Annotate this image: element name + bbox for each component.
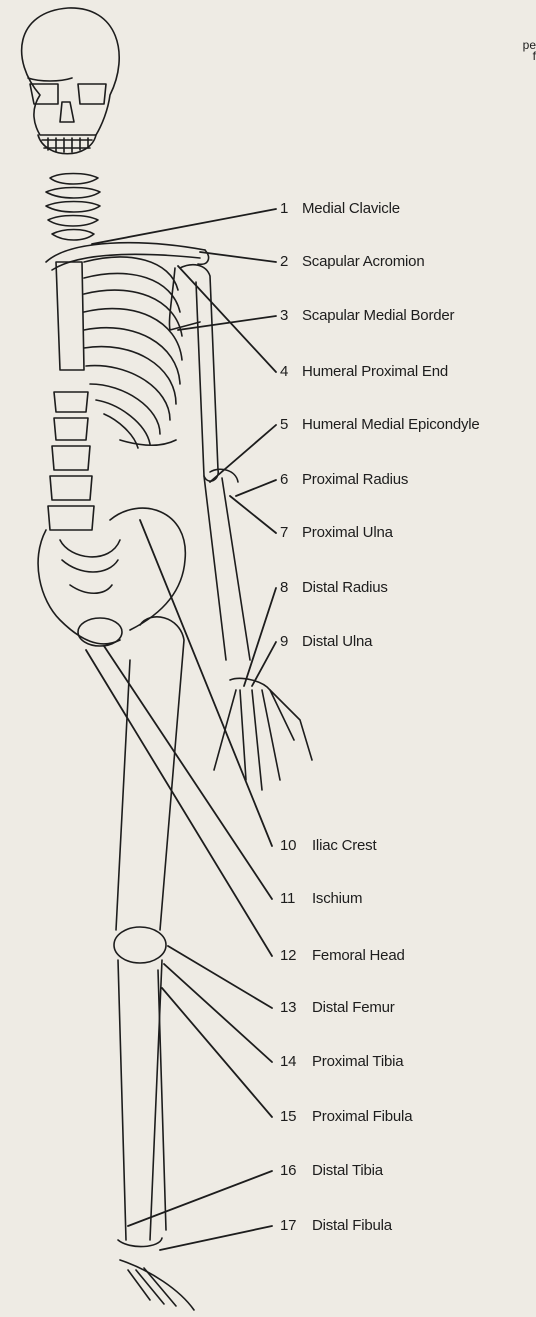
label-femoral-head: 12 Femoral Head [280,947,405,964]
rib-cage [84,257,182,448]
label-text: Scapular Acromion [302,253,425,270]
label-text: Distal Radius [302,579,388,596]
label-distal-radius: 8 Distal Radius [280,579,388,596]
label-number: 5 [280,416,298,433]
label-text: Humeral Proximal End [302,363,448,380]
leader-lines [86,209,276,1250]
label-text: Proximal Fibula [312,1108,412,1125]
label-text: Proximal Ulna [302,524,393,541]
label-number: 14 [280,1053,308,1070]
label-text: Ischium [312,890,362,907]
label-number: 16 [280,1162,308,1179]
label-number: 17 [280,1217,308,1234]
label-humeral-proximal-end: 4 Humeral Proximal End [280,363,448,380]
label-distal-fibula: 17 Distal Fibula [280,1217,392,1234]
label-text: Distal Femur [312,999,395,1016]
label-proximal-fibula: 15 Proximal Fibula [280,1108,412,1125]
label-distal-ulna: 9 Distal Ulna [280,633,372,650]
label-text: Proximal Tibia [312,1053,403,1070]
label-medial-clavicle: 1 Medial Clavicle [280,200,400,217]
cropped-text-line: f [523,51,536,62]
label-number: 7 [280,524,298,541]
label-number: 13 [280,999,308,1016]
label-proximal-tibia: 14 Proximal Tibia [280,1053,403,1070]
label-distal-tibia: 16 Distal Tibia [280,1162,383,1179]
label-number: 15 [280,1108,308,1125]
label-number: 8 [280,579,298,596]
label-number: 4 [280,363,298,380]
label-number: 10 [280,837,308,854]
label-text: Femoral Head [312,947,405,964]
cropped-text: pe f [523,40,536,62]
label-number: 3 [280,307,298,324]
label-proximal-ulna: 7 Proximal Ulna [280,524,393,541]
label-text: Iliac Crest [312,837,376,854]
sternum [56,262,84,370]
label-scapular-medial-border: 3 Scapular Medial Border [280,307,454,324]
lumbar-spine [48,392,94,530]
label-iliac-crest: 10 Iliac Crest [280,837,376,854]
label-number: 12 [280,947,308,964]
skull [22,8,120,154]
label-humeral-medial-epicondyle: 5 Humeral Medial Epicondyle [280,416,480,433]
label-scapular-acromion: 2 Scapular Acromion [280,253,424,270]
label-text: Distal Fibula [312,1217,392,1234]
label-ischium: 11 Ischium [280,890,362,907]
label-number: 9 [280,633,298,650]
label-number: 1 [280,200,298,217]
label-text: Medial Clavicle [302,200,400,217]
label-number: 11 [280,890,308,907]
cervical-spine [46,174,100,241]
label-text: Humeral Medial Epicondyle [302,416,480,433]
label-text: Distal Ulna [302,633,372,650]
label-distal-femur: 13 Distal Femur [280,999,395,1016]
label-number: 2 [280,253,298,270]
label-proximal-radius: 6 Proximal Radius [280,471,408,488]
shoulder-girdle [46,243,209,330]
label-text: Scapular Medial Border [302,307,454,324]
label-text: Distal Tibia [312,1162,383,1179]
label-text: Proximal Radius [302,471,408,488]
label-number: 6 [280,471,298,488]
